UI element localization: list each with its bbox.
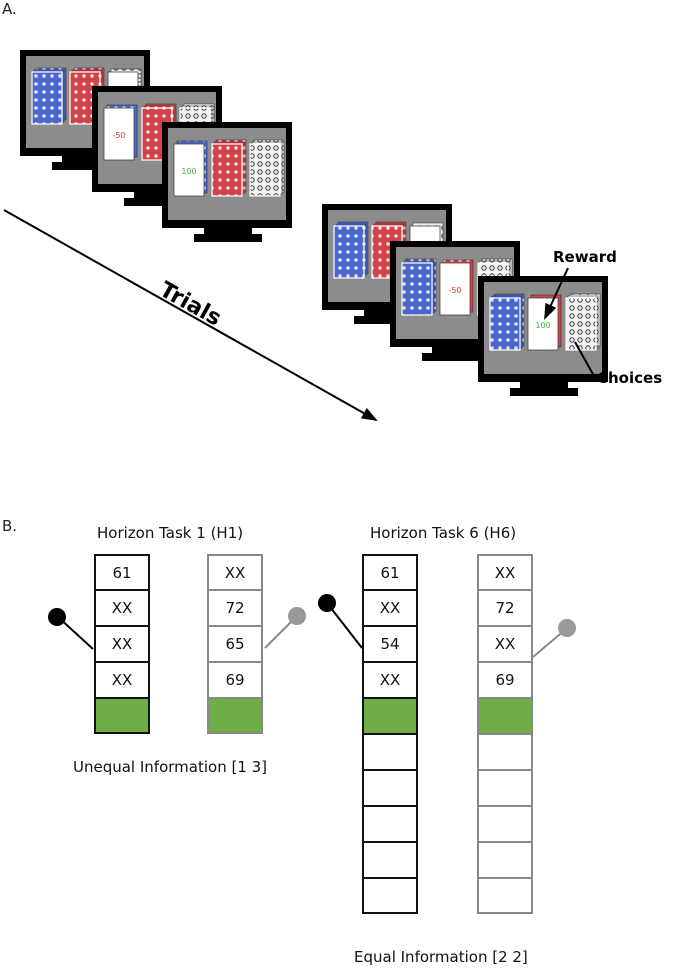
monitor-neck — [134, 189, 182, 199]
monitor-neck — [204, 225, 252, 235]
monitor-base — [194, 234, 262, 242]
h1-left-observed-cell: XX — [94, 662, 150, 699]
h6-right-future-cell — [477, 770, 533, 807]
h6-right-future-cell — [477, 734, 533, 771]
h6-left-observed-cell: XX — [362, 662, 418, 699]
h6-left-future-cell — [362, 878, 418, 914]
h6-right-future-cell — [477, 878, 533, 914]
h1-left-choice-cell — [94, 698, 150, 734]
trials-label: Trials — [155, 277, 225, 331]
h6-left-future-cell — [362, 770, 418, 807]
h6-left-choice-cell — [362, 698, 418, 735]
panel-b-label: B. — [2, 517, 18, 535]
h6-left-knob — [318, 594, 336, 612]
card-deck — [211, 143, 243, 197]
h6-right-choice-cell — [477, 698, 533, 735]
h6-right-future-cell — [477, 806, 533, 843]
monitor-neck — [364, 307, 412, 317]
h6-left-future-cell — [362, 734, 418, 771]
card-deck — [249, 143, 281, 197]
monitor-neck — [520, 379, 568, 389]
h1-caption: Unequal Information [1 3] — [73, 758, 268, 776]
card-deck — [565, 297, 597, 351]
monitor-base — [510, 388, 578, 396]
card-reward-value: 100 — [181, 167, 196, 176]
monitor-6: 100 — [478, 276, 608, 396]
card-reward-value: -50 — [448, 286, 461, 295]
h1-right-knob — [288, 607, 306, 625]
monitor-3: 100 — [162, 122, 292, 242]
revealed-card — [103, 107, 135, 161]
h1-right-choice-cell — [207, 698, 263, 734]
trials-arrow — [3, 209, 378, 421]
monitor-base — [124, 198, 192, 206]
revealed-card — [439, 262, 471, 316]
monitor-base — [52, 162, 120, 170]
h6-right-observed-cell: 69 — [477, 662, 533, 699]
revealed-card — [173, 143, 205, 197]
card-reward-value: 100 — [535, 321, 550, 330]
monitor-base — [354, 316, 422, 324]
h6-caption: Equal Information [2 2] — [354, 948, 528, 966]
monitor-neck — [432, 344, 480, 354]
card-deck — [31, 71, 63, 125]
h6-left-pointer — [326, 602, 363, 649]
h6-right-future-cell — [477, 842, 533, 879]
h1-left-knob — [48, 608, 66, 626]
monitor-neck — [62, 153, 110, 163]
h1-title: Horizon Task 1 (H1) — [97, 524, 244, 542]
card-deck — [401, 262, 433, 316]
h6-title: Horizon Task 6 (H6) — [370, 524, 517, 542]
h1-right-observed-cell: 69 — [207, 662, 263, 699]
h6-left-future-cell — [362, 842, 418, 879]
panel-a-label: A. — [2, 0, 17, 18]
reward-callout: Reward — [553, 248, 617, 266]
choice-pointers — [48, 594, 576, 658]
h6-right-knob — [558, 619, 576, 637]
reward-pointer — [544, 267, 569, 320]
monitor-base — [422, 353, 490, 361]
card-reward-value: -50 — [112, 131, 125, 140]
h6-left-future-cell — [362, 806, 418, 843]
card-deck — [489, 297, 521, 351]
choices-pointer — [574, 341, 595, 377]
card-deck — [333, 225, 365, 279]
choices-callout: Choices — [597, 369, 662, 387]
